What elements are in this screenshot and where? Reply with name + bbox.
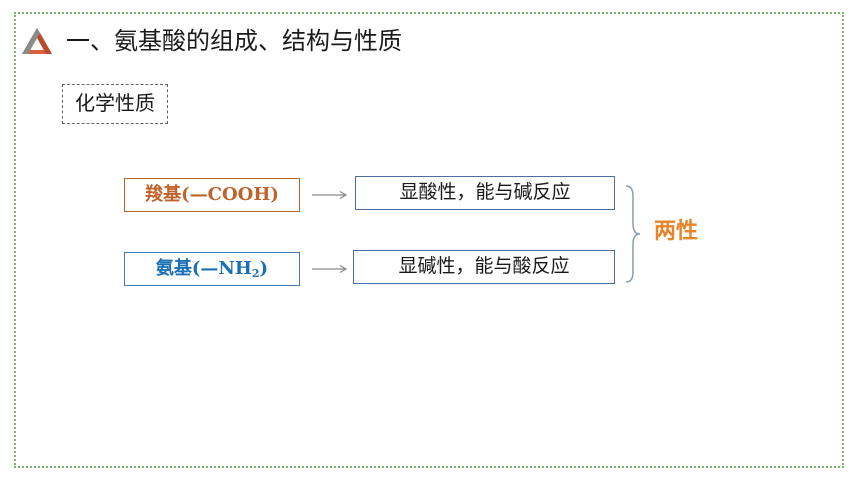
dotted-frame bbox=[14, 12, 844, 468]
arrow-right-icon bbox=[312, 190, 348, 200]
carboxyl-formula: (—COOH) bbox=[181, 184, 279, 205]
right-brace-icon bbox=[625, 185, 641, 283]
amino-group-box: 氨基(—NH2) bbox=[124, 252, 300, 286]
amino-formula-prefix: (—NH bbox=[191, 258, 252, 279]
amino-formula-suffix: ) bbox=[259, 258, 269, 279]
result-label: 两性 bbox=[654, 219, 699, 244]
section-label: 化学性质 bbox=[62, 84, 168, 124]
page-title: 一、氨基酸的组成、结构与性质 bbox=[66, 27, 402, 55]
acid-property-box: 显酸性，能与碱反应 bbox=[355, 176, 615, 210]
impossible-triangle-icon bbox=[22, 28, 52, 54]
base-property-box: 显碱性，能与酸反应 bbox=[353, 250, 615, 284]
arrow-right-icon bbox=[312, 264, 348, 274]
amino-name: 氨基 bbox=[155, 258, 192, 279]
carboxyl-group-box: 羧基(—COOH) bbox=[124, 178, 300, 212]
amino-formula-subscript: 2 bbox=[251, 267, 260, 280]
carboxyl-name: 羧基 bbox=[145, 184, 182, 205]
